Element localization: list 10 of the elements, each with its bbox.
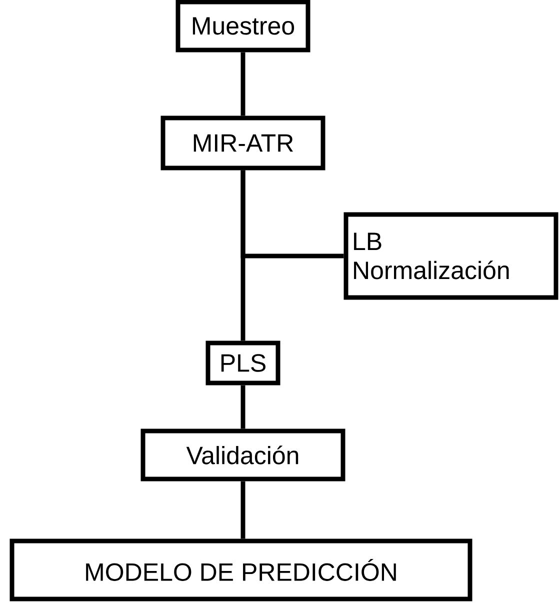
process-box: MODELO DE PREDICCIÓN [10,538,472,602]
process-box: LB Normalización [344,212,558,300]
connector-line [240,52,246,116]
connector-line [240,481,246,539]
process-box: PLS [206,340,280,386]
connector-line [240,170,344,258]
process-box: Muestreo [176,0,310,52]
connector-line [240,385,246,429]
process-box: MIR-ATR [160,116,326,170]
process-box: Validación [140,428,346,482]
